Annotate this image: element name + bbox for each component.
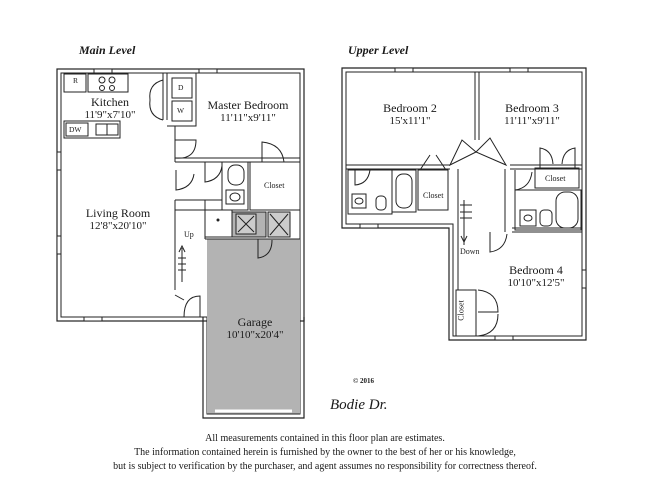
dishwasher-label: DW <box>69 125 82 134</box>
main-outer-wall <box>56 68 305 322</box>
disclaimer-line-3: but is subject to verification by the pu… <box>113 461 537 472</box>
kitchen-name: Kitchen <box>91 95 129 109</box>
bedroom2-label: Bedroom 2 15'x11'1" <box>364 102 456 128</box>
bedroom4-label: Bedroom 4 10'10"x12'5" <box>490 264 582 290</box>
master-bedroom-name: Master Bedroom <box>207 98 289 112</box>
upper-outer-wall <box>341 67 587 341</box>
main-level-plan <box>56 68 305 419</box>
dryer-label: D <box>178 83 184 92</box>
garage-walls <box>202 317 305 419</box>
main-stair-label: Up <box>184 230 194 239</box>
kitchen-label: Kitchen 11'9"x7'10" <box>79 96 141 122</box>
bedroom2-closet-label: Closet <box>423 191 444 200</box>
upper-level-plan <box>341 67 587 341</box>
bedroom3-closet-label: Closet <box>545 174 566 183</box>
garage-label: Garage 10'10"x20'4" <box>210 316 300 342</box>
bedroom4-name: Bedroom 4 <box>509 263 563 277</box>
kitchen-dimensions: 11'9"x7'10" <box>84 109 136 121</box>
bedroom3-dimensions: 11'11"x9'11" <box>504 115 560 127</box>
copyright-text: © 2016 <box>353 377 374 385</box>
living-room-label: Living Room 12'8"x20'10" <box>70 207 166 233</box>
bedroom3-label: Bedroom 3 11'11"x9'11" <box>486 102 578 128</box>
upper-level-title: Upper Level <box>348 43 409 57</box>
bedroom2-name: Bedroom 2 <box>383 101 437 115</box>
refrigerator-label: R <box>73 76 79 85</box>
bedroom2-dimensions: 15'x11'1" <box>389 115 431 127</box>
bedroom3-name: Bedroom 3 <box>505 101 559 115</box>
washer-label: W <box>177 106 185 115</box>
main-closet-label: Closet <box>264 181 285 190</box>
main-level-title: Main Level <box>79 43 136 57</box>
bedroom4-dimensions: 10'10"x12'5" <box>507 277 565 289</box>
disclaimer-line-1: All measurements contained in this floor… <box>205 433 445 444</box>
garage-dimensions: 10'10"x20'4" <box>226 329 284 341</box>
garage-name: Garage <box>237 315 273 329</box>
bedroom4-closet-label: Closet <box>456 300 466 321</box>
disclaimer: All measurements contained in this floor… <box>0 432 650 474</box>
living-room-dimensions: 12'8"x20'10" <box>89 220 147 232</box>
upper-stair-label: Down <box>460 247 480 256</box>
master-bedroom-dimensions: 11'11"x9'11" <box>220 112 276 124</box>
street-name: Bodie Dr. <box>330 397 388 413</box>
master-bedroom-label: Master Bedroom 11'11"x9'11" <box>196 99 300 125</box>
living-room-name: Living Room <box>85 206 151 220</box>
disclaimer-line-2: The information contained herein is furn… <box>134 447 516 458</box>
